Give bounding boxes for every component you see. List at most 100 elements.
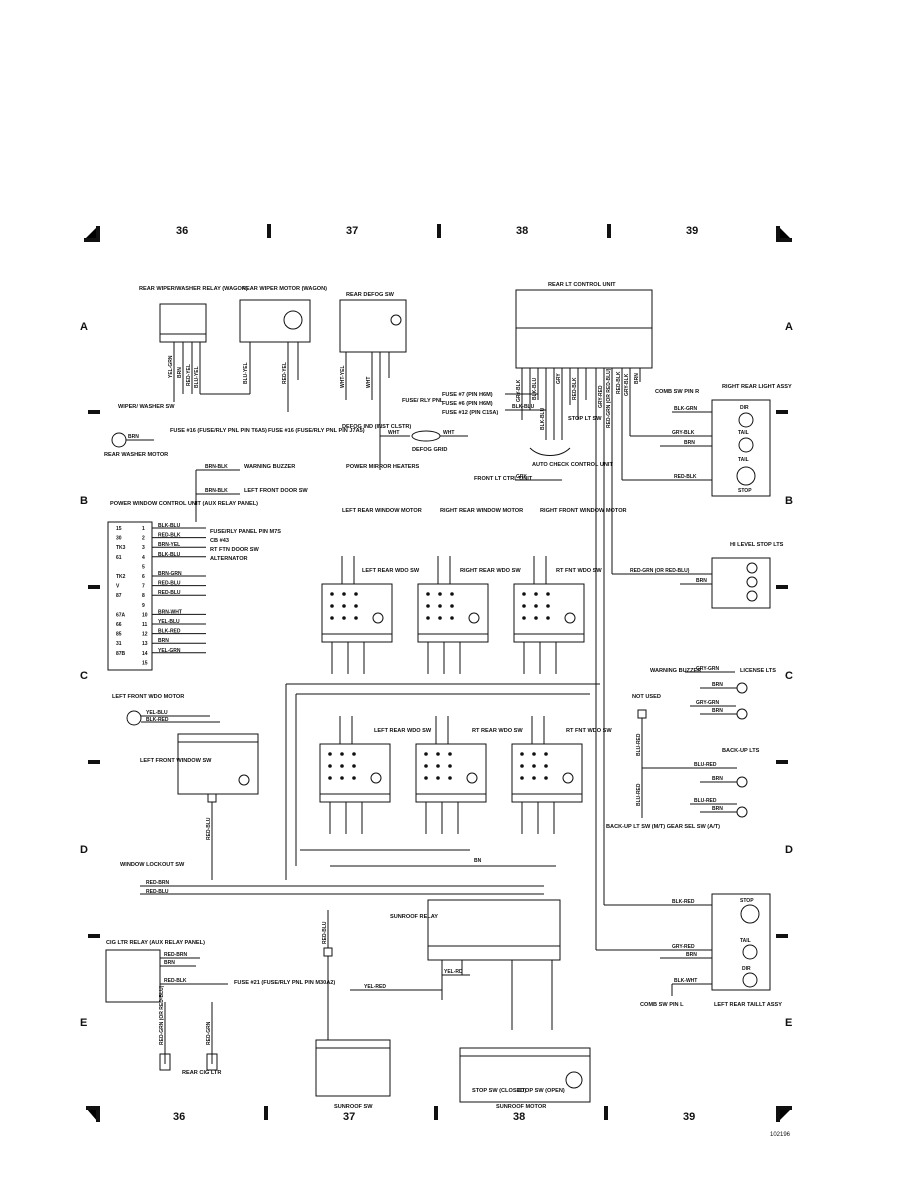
svg-text:RED-BRN: RED-BRN [164,952,187,958]
corner-bottom-right [776,1106,792,1122]
svg-text:STOP: STOP [738,488,752,494]
pwr-pin-11: 11 [142,622,148,628]
pwr-pin-num: 85 [116,632,122,638]
lower-window-switches [319,716,583,834]
rt-fnt-wdo-sw-label: RT FNT WDO SW [556,568,602,574]
license-backup: WARNING BUZZER LICENSE LTS GRY-GRN BRN G… [606,666,776,830]
fuse-rly-pnl-label: FUSE/ RLY PNL [402,398,444,404]
pwr-pin-13: 13 [142,641,148,647]
pwr-wire-label: RED-BLU [158,590,181,596]
alternator-label: ALTERNATOR [210,556,248,562]
pwr-pin-num: 30 [116,536,122,542]
switch-contact [436,764,440,768]
row-right-c: C [785,670,793,682]
right-rear-wdo-sw-label: RIGHT REAR WDO SW [460,568,521,574]
pwr-pin-9: 9 [142,603,145,609]
pwr-wire-label: RED-BLU [158,581,181,587]
rear-wiper-relay: REAR WIPER/WASHER RELAY (WAGON) YEL-GRN … [139,286,248,394]
window-switch-light [370,772,382,784]
svg-text:BLK-BLU: BLK-BLU [512,404,535,410]
svg-text:RED-GRN: RED-GRN [206,1021,212,1045]
sunroof-relay-label: SUNROOF RELAY [390,914,438,920]
switch-contact [532,764,536,768]
rear-wiper-motor: REAR WIPER MOTOR (WAGON) BLU-YEL RED-YEL… [200,286,365,434]
rear-defog-sw-label: REAR DEFOG SW [346,292,395,298]
fuse12-label: FUSE #12 (PIN C15A) [442,410,498,416]
cig-ltr-relay-label: CIG LTR RELAY (AUX RELAY PANEL) [106,940,205,946]
window-switch-pins [417,633,489,643]
switch-contact [438,616,442,620]
row-left-d: D [80,844,88,856]
pwr-pin-8: 8 [142,593,145,599]
pwr-pin-num: TK2 [116,574,126,580]
row-left-b: B [80,495,88,507]
switch-contact [436,752,440,756]
power-window-control-unit: POWER WINDOW CONTROL UNIT (AUX RELAY PAN… [107,501,281,671]
window-switch-pins [511,793,583,803]
pwr-window-ctrl-label: POWER WINDOW CONTROL UNIT (AUX RELAY PAN… [110,501,258,507]
rear-lt-control-unit-label: REAR LT CONTROL UNIT [548,282,616,288]
fuse16b-label: FUSE #16 (FUSE/RLY PNL PIN J7A5) [268,428,365,434]
svg-text:BLK-BLU: BLK-BLU [532,377,538,400]
switch-contact [450,592,454,596]
svg-text:RED-BLK: RED-BLK [674,474,697,480]
left-rear-taillt-box [711,893,771,991]
switch-contact [522,604,526,608]
pwr-window-ctrl-box [107,521,153,671]
switch-contact [330,592,334,596]
switch-contact [544,776,548,780]
svg-text:RED-GRN (OR RED-BLU): RED-GRN (OR RED-BLU) [159,985,165,1045]
svg-text:BLU-RED: BLU-RED [636,783,642,806]
left-front-wdo-motor-label: LEFT FRONT WDO MOTOR [112,694,184,700]
svg-text:BLK-GRN: BLK-GRN [674,406,697,412]
hi-level-stop-box [711,557,771,609]
back-up-lts-label: BACK-UP LTS [722,748,760,754]
hi-level-stop: HI LEVEL STOP LTS RED-GRN (OR RED-BLU) B… [612,542,784,609]
pwr-pin-num: V [116,584,120,590]
row-left-e: E [80,1017,87,1029]
row-right-e: E [785,1017,792,1029]
svg-text:BRN: BRN [712,806,723,812]
switch-contact [330,604,334,608]
window-switch-pins [319,793,391,803]
row-left-c: C [80,670,88,682]
pwr-wire-label: RED-BLK [158,533,181,539]
pwr-pin-4: 4 [142,555,145,561]
pwr-pin-num: TK3 [116,545,126,551]
rt-rear-wdo-sw2-label: RT REAR WDO SW [472,728,523,734]
pwr-pin-1: 1 [142,526,145,532]
svg-text:TAIL: TAIL [738,457,749,463]
switch-contact [436,776,440,780]
switch-contact [328,776,332,780]
svg-text:GRY: GRY [556,373,562,384]
row-left-a: A [80,321,88,333]
stop-lt-sw-label: STOP LT SW [568,416,602,422]
switch-contact [448,752,452,756]
stop-sw-open-label: STOP SW (OPEN) [518,1088,565,1094]
row-tick-left-4 [88,934,100,938]
svg-text:RED-BRN: RED-BRN [146,880,169,886]
svg-text:YEL-RD: YEL-RD [444,969,463,975]
switch-contact [342,616,346,620]
left-front-door-sw-label: LEFT FRONT DOOR SW [244,488,308,494]
left-rear-wdo-sw-label: LEFT REAR WDO SW [362,568,420,574]
svg-text:GRY-GRN: GRY-GRN [696,666,720,672]
switch-contact [438,604,442,608]
row-tick-right-1 [776,410,788,414]
window-switch-light [372,612,384,624]
grid-bottom-39: 39 [683,1111,695,1123]
corner-top-right [776,226,792,242]
pwr-pin-3: 3 [142,545,145,551]
upper-switch-labels: LEFT REAR WDO SW RIGHT REAR WDO SW RT FN… [362,568,612,734]
sunroof-motor-symbol [565,1071,583,1089]
rear-lt-control-unit: REAR LT CONTROL UNIT GRY-BLK BLK-BLU BLK… [402,282,653,950]
fuse7-label: FUSE #7 (PIN H6M) [442,392,493,398]
svg-text:BLU-YEL: BLU-YEL [243,362,249,384]
svg-text:RED-BLK: RED-BLK [616,371,622,394]
pwr-wire-label: BRN-YEL [158,542,180,548]
left-rear-taillt-label: LEFT REAR TAILLT ASSY [714,1002,782,1008]
pwr-wire-label: YEL-GRN [158,648,181,654]
front-lt-ctrl-label: FRONT LT CTRL UNIT [474,476,533,482]
pwr-pin-num: 61 [116,555,122,561]
switch-contact [340,752,344,756]
